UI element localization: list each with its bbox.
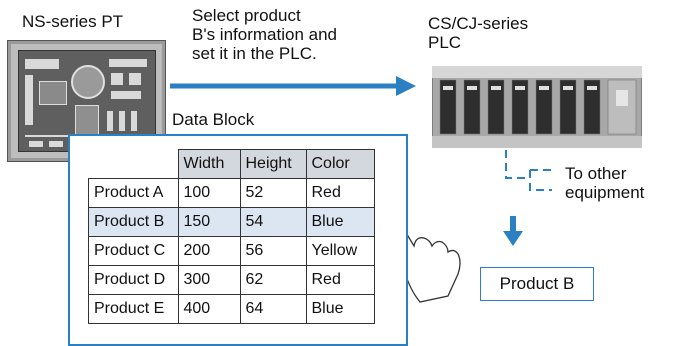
result-product-label: Product B — [499, 274, 575, 293]
table-row[interactable]: Product E 400 64 Blue — [88, 294, 375, 324]
row-color: Blue — [305, 294, 375, 324]
row-color: Yellow — [305, 236, 375, 266]
other-equipment-dashed-connector — [505, 150, 552, 191]
row-width: 200 — [177, 236, 241, 266]
plc-device-image — [432, 66, 642, 148]
down-arrow-head — [503, 231, 523, 246]
pt-device-image — [7, 40, 166, 162]
instruction-text: Select product B's information and set i… — [192, 6, 337, 63]
to-other-equipment-label: To other equipment — [565, 164, 644, 202]
to-other-line-2: equipment — [565, 183, 645, 202]
row-width: 400 — [177, 294, 241, 324]
table-row-selected[interactable]: Product B 150 54 Blue — [88, 207, 375, 237]
header-color: Color — [305, 149, 375, 179]
header-width: Width — [177, 149, 241, 179]
row-width: 100 — [177, 178, 241, 208]
row-width: 300 — [177, 265, 241, 295]
product-table: Width Height Color Product A 100 52 Red … — [88, 149, 375, 324]
transfer-arrow-head — [396, 76, 416, 96]
row-product-name: Product D — [88, 265, 179, 295]
row-product-name: Product E — [88, 294, 179, 324]
plc-label-line-1: CS/CJ-series — [428, 14, 529, 33]
row-color: Red — [305, 178, 375, 208]
row-height: 56 — [239, 236, 307, 266]
table-row[interactable]: Product D 300 62 Red — [88, 265, 375, 295]
row-height: 62 — [239, 265, 307, 295]
instruction-line-1: Select product — [192, 6, 301, 25]
header-blank — [88, 149, 178, 179]
data-block-label: Data Block — [172, 110, 255, 129]
to-other-line-1: To other — [565, 164, 627, 183]
table-row[interactable]: Product A 100 52 Red — [88, 178, 375, 208]
result-product-box: Product B — [480, 267, 594, 301]
row-height: 64 — [239, 294, 307, 324]
row-product-name: Product A — [88, 178, 179, 208]
header-height: Height — [239, 149, 307, 179]
table-header-row: Width Height Color — [88, 149, 375, 179]
instruction-line-2: B's information and — [192, 25, 337, 44]
row-height: 54 — [239, 207, 307, 237]
instruction-line-3: set it in the PLC. — [192, 44, 317, 63]
row-product-name: Product B — [88, 207, 179, 237]
pt-label: NS-series PT — [22, 12, 124, 31]
row-color: Red — [305, 265, 375, 295]
row-product-name: Product C — [88, 236, 179, 266]
row-height: 52 — [239, 178, 307, 208]
plc-label: CS/CJ-series PLC — [428, 14, 528, 52]
table-row[interactable]: Product C 200 56 Yellow — [88, 236, 375, 266]
row-color: Blue — [305, 207, 375, 237]
row-width: 150 — [177, 207, 241, 237]
plc-label-line-2: PLC — [428, 33, 462, 52]
